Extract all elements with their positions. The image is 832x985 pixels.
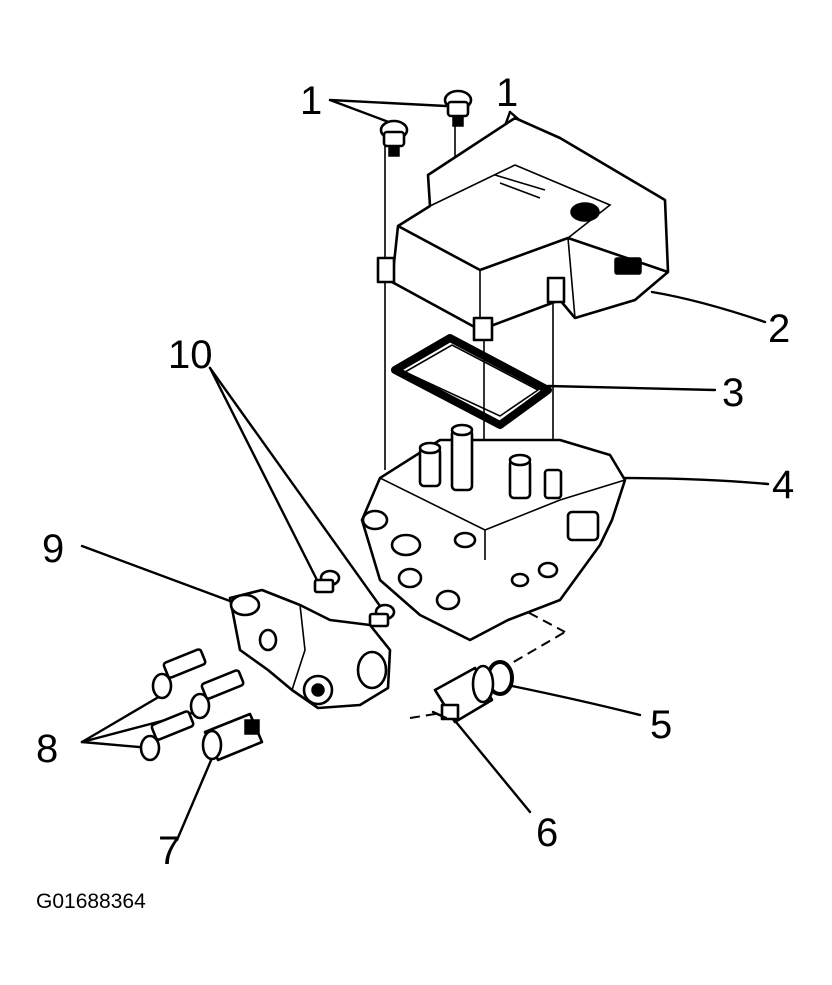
fitting-icon (313, 569, 341, 594)
callout-7: 7 (158, 829, 180, 873)
callout-10: 10 (168, 333, 213, 377)
bolt-icon (189, 669, 245, 720)
pump-housing-icon (228, 588, 392, 710)
bolt-icon (443, 89, 473, 127)
switch-icon (201, 712, 264, 762)
callout-8: 8 (36, 727, 58, 771)
callout-2: 2 (768, 307, 790, 351)
bolt-icon (151, 648, 207, 700)
callout-5: 5 (650, 703, 672, 747)
figure-id: G01688364 (36, 890, 146, 913)
fitting-icon (368, 603, 396, 628)
callout-1-right: 1 (496, 71, 518, 115)
callout-1-left: 1 (300, 79, 322, 123)
callout-9: 9 (42, 527, 64, 571)
valve-body-icon (360, 423, 627, 642)
sensor-icon (431, 664, 495, 724)
gasket-icon (391, 334, 552, 429)
bolt-icon (139, 710, 195, 762)
callout-4: 4 (772, 463, 794, 507)
callout-6: 6 (536, 811, 558, 855)
callout-3: 3 (722, 371, 744, 415)
bolt-icon (379, 119, 409, 157)
leader-lines (80, 98, 770, 842)
cover-icon (376, 116, 670, 342)
